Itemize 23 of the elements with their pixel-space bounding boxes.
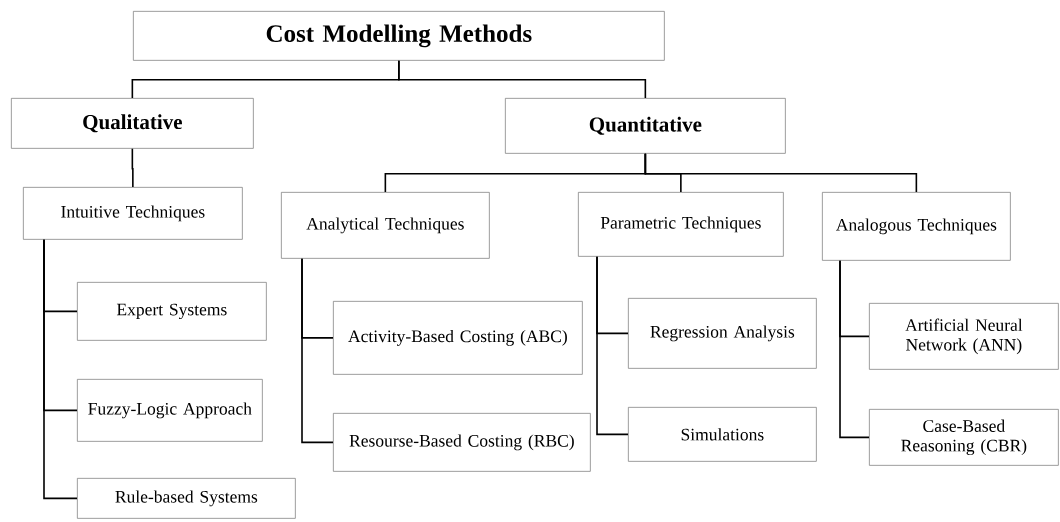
category-box: Parametric Techniques: [578, 192, 784, 257]
category-box: Analogous Techniques: [822, 192, 1011, 261]
category-box: Cost Modelling Methods: [133, 11, 665, 61]
category-box: Intuitive Techniques: [23, 187, 243, 240]
category-box: Case-Based Reasoning (CBR): [869, 409, 1059, 466]
connector-line: [301, 257, 334, 444]
category-box: Expert Systems: [77, 282, 267, 341]
category-box: Activity-Based Costing (ABC): [333, 301, 583, 375]
connector-line: [644, 152, 918, 193]
connector-line: [131, 147, 134, 188]
category-box: Regression Analysis: [628, 298, 817, 369]
connector-line: [43, 238, 78, 500]
category-box: Artificial Neural Network (ANN): [869, 303, 1059, 370]
category-box: Fuzzy-Logic Approach: [77, 379, 263, 442]
category-box: Analytical Techniques: [281, 192, 490, 259]
connector-line: [398, 59, 647, 99]
category-box: Rule-based Systems: [77, 478, 296, 519]
category-box: Qualitative: [11, 98, 254, 149]
connector-line: [596, 255, 629, 436]
category-box: Resourse-Based Costing (RBC): [333, 413, 591, 472]
category-box: Quantitative: [505, 98, 786, 154]
category-box: Simulations: [628, 407, 817, 462]
connector-line: [839, 259, 870, 439]
